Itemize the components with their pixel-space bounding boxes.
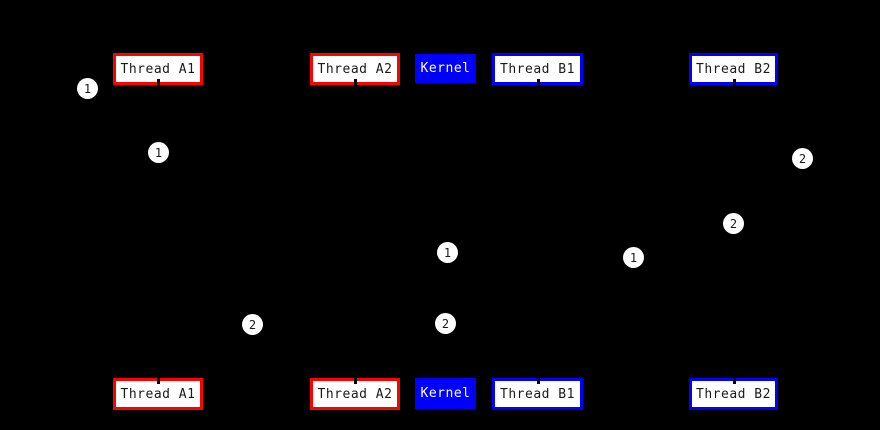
lifeline-notch [354,377,357,384]
sequence-number-badge: 1 [623,247,644,268]
participant-kernel-bottom: Kernel [415,378,476,409]
lifeline-notch [354,79,357,86]
sequence-number-badge: 2 [435,313,456,334]
sequence-number-badge: 2 [723,213,744,234]
participant-label: Kernel [420,386,471,401]
participant-label: Kernel [420,61,471,76]
participant-thread-b2-top: Thread B2 [689,53,778,86]
participant-label: Thread A1 [120,386,196,402]
lifeline-notch [732,377,736,384]
participant-thread-a2-top: Thread A2 [310,53,400,86]
participant-thread-a1-top: Thread A1 [113,53,203,86]
participant-label: Thread A1 [120,61,196,77]
participant-label: Thread A2 [317,386,393,402]
participant-label: Thread B2 [696,61,771,77]
lifeline-notch [157,377,160,384]
sequence-number-badge: 2 [792,148,813,169]
participant-kernel-top: Kernel [415,54,476,83]
lifeline-notch [732,79,736,86]
lifeline-notch [157,79,160,86]
participant-thread-a2-bottom: Thread A2 [310,377,400,410]
participant-thread-a1-bottom: Thread A1 [113,377,203,410]
participant-label: Thread B2 [696,386,771,402]
lifeline-notch [536,79,540,86]
participant-label: Thread B1 [500,386,575,402]
sequence-number-badge: 2 [242,314,263,335]
participant-thread-b2-bottom: Thread B2 [689,377,778,410]
lifeline-notch [536,377,540,384]
participant-label: Thread A2 [317,61,393,77]
participant-label: Thread B1 [500,61,575,77]
sequence-number-badge: 1 [437,242,458,263]
sequence-number-badge: 1 [148,142,169,163]
participant-thread-b1-bottom: Thread B1 [492,377,583,410]
sequence-number-badge: 1 [77,78,98,99]
participant-thread-b1-top: Thread B1 [492,53,583,86]
